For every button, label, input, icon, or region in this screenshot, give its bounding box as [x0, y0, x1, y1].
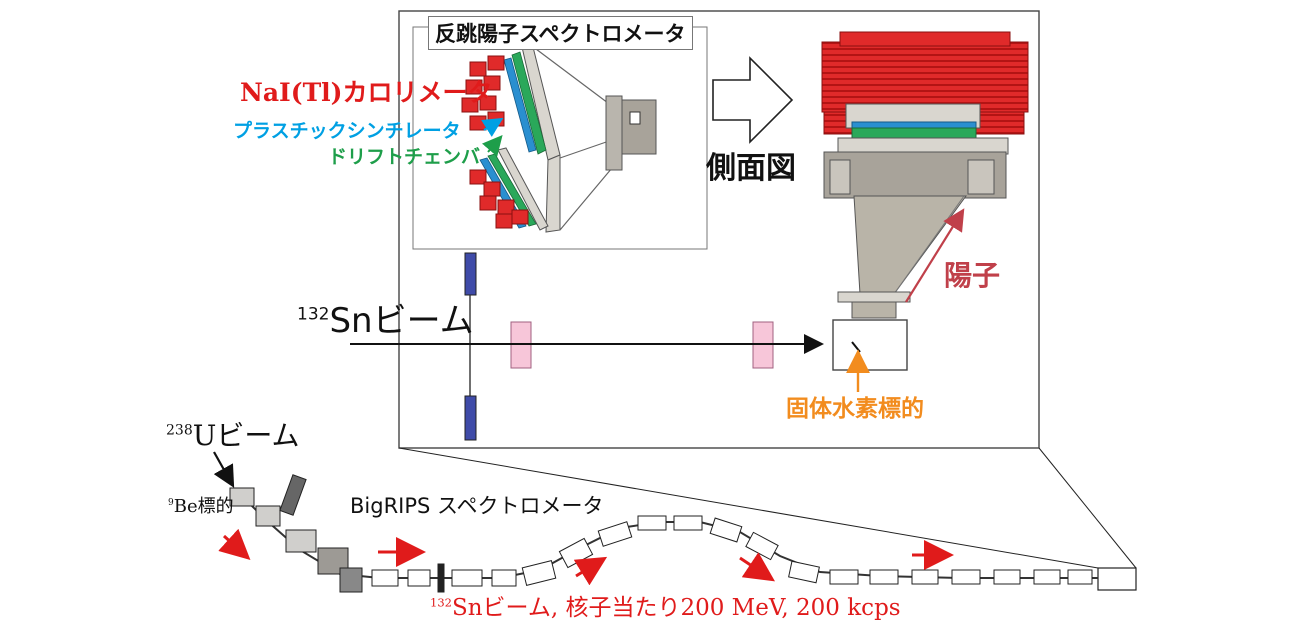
- sn-low-mass: 132: [430, 595, 452, 610]
- inset-title: 反跳陽子スペクトロメータ: [428, 16, 693, 50]
- side-view-label: 側面図: [706, 151, 796, 186]
- bigrips-label: BigRIPS スペクトロメータ: [350, 494, 604, 518]
- u-beam-text: Uビーム: [192, 419, 300, 452]
- zoom-line-right: [1038, 447, 1137, 569]
- beam-detector-blue-bottom: [464, 395, 477, 441]
- red-arrow-4: [739, 552, 775, 582]
- u-beam-arrow: [213, 451, 235, 488]
- drift-chamber-label: ドリフトチェンバ: [328, 146, 481, 168]
- be-mass: 9: [168, 498, 174, 508]
- plastic-pointer: [481, 117, 504, 137]
- sn-beam-label: 132Snビーム: [297, 304, 474, 338]
- u-beam-mass: 238: [166, 422, 193, 439]
- be-text: Be標的: [173, 496, 234, 517]
- be-target-label: 9Be標的: [168, 498, 234, 516]
- side-view-arrow: [712, 56, 794, 144]
- zoom-source-box: [1097, 567, 1137, 591]
- proton-label: 陽子: [944, 259, 1001, 292]
- red-arrow-1: [218, 528, 251, 561]
- main-frame: [398, 10, 1040, 449]
- red-arrow-3: [573, 556, 608, 586]
- zoom-line-left: [398, 447, 1099, 569]
- nai-calorimeter-label: NaI(Tl)カロリメータ: [240, 78, 493, 107]
- u-beam-label: 238Uビーム: [166, 422, 300, 450]
- sn-beam-energy-label: 132Snビーム, 核子当たり200 MeV, 200 kcps: [430, 597, 901, 620]
- side-view-apparatus: [821, 31, 1029, 371]
- sn-beam-text: Snビーム: [329, 301, 474, 341]
- spectrometer-top-view: [461, 42, 657, 233]
- bigrips-beamline: [229, 474, 1098, 593]
- sn-low-text: Snビーム, 核子当たり200 MeV, 200 kcps: [451, 595, 901, 621]
- plastic-scintillator-label: プラスチックシンチレータ: [233, 120, 461, 142]
- hydrogen-target-label: 固体水素標的: [786, 396, 924, 422]
- beam-detector-blue-top: [464, 252, 477, 296]
- drift-pointer: [481, 134, 503, 157]
- sn-beam-mass: 132: [297, 304, 330, 325]
- proton-arrow: [905, 208, 965, 303]
